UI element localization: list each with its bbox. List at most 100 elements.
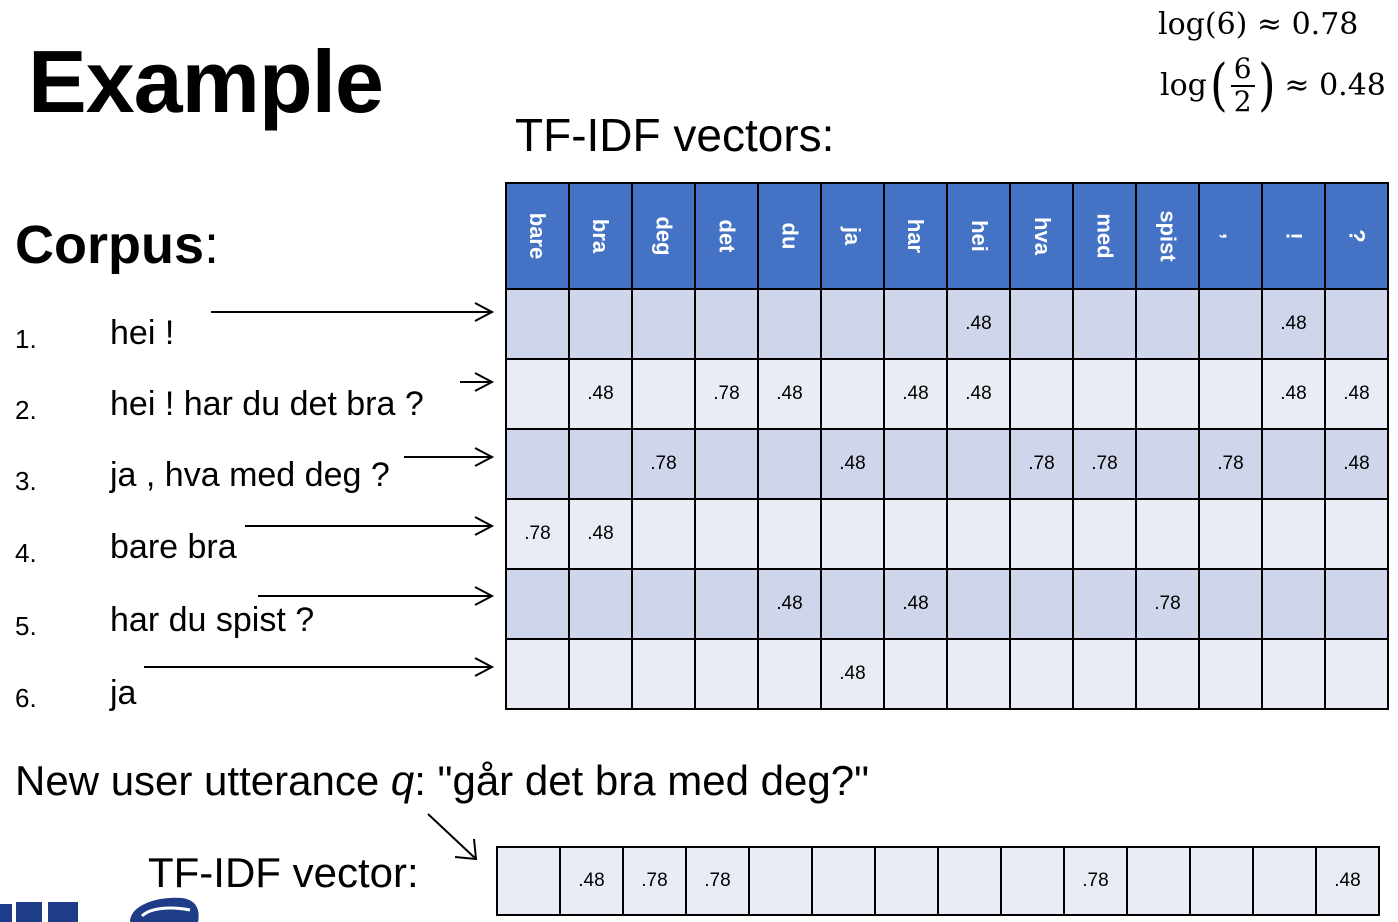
matrix-cell [946,638,1011,710]
corpus-sentence: ja , hva med deg ? [110,456,390,494]
slide-title: Example [28,32,384,131]
matrix-cell [568,288,633,360]
formula-log6: log(6) ≈ 0.78 [1158,7,1359,42]
query-vector-row: .48.78.78.78.48 [496,846,1380,916]
query-cell [1252,846,1317,916]
matrix-cell [1009,498,1074,570]
matrix-cell: .48 [883,358,948,430]
matrix-cell [1198,638,1263,710]
arrow-head [474,657,495,677]
matrix-cell [1135,358,1200,430]
term-header: hei [946,182,1011,290]
matrix-cell: .48 [568,498,633,570]
utterance-prefix: New user utterance [15,757,391,804]
matrix-cell [1135,288,1200,360]
query-cell: .78 [622,846,687,916]
matrix-cell: .48 [883,568,948,640]
matrix-cell [757,288,822,360]
matrix-cell [946,568,1011,640]
matrix-cell [631,288,696,360]
utterance-suffix: : "går det bra med deg?" [414,757,869,804]
matrix-cell [1198,358,1263,430]
matrix-cell [1072,358,1137,430]
formula-log6-over-2: log ( 6 2 ) ≈ 0.48 [1160,55,1386,116]
matrix-cell [820,288,885,360]
formula-numerator: 6 [1230,55,1255,87]
arrow-to-query-vector [427,813,477,860]
corpus-sentence: har du spist ? [110,601,315,639]
corpus-sentence: hei ! [110,314,175,352]
query-cell [811,846,876,916]
corpus-heading-colon: : [204,215,220,275]
term-header-row: bare bra deg det du ja har hei hva med s… [505,182,1389,290]
matrix-cell [1009,358,1074,430]
term-header: deg [631,182,696,290]
matrix-cell: .48 [568,358,633,430]
matrix-cell: .48 [946,288,1011,360]
matrix-cell [1072,288,1137,360]
query-cell [748,846,813,916]
formula-open-paren: ( [1210,52,1228,118]
term-header: du [757,182,822,290]
matrix-cell [883,638,948,710]
query-cell [937,846,1002,916]
query-cell [496,846,561,916]
query-cell [874,846,939,916]
query-vector: .48.78.78.78.48 [496,846,1380,916]
corpus-number: 3. [15,466,37,496]
corpus-number: 4. [15,538,37,568]
vector-row-4: .78.48 [505,498,1389,570]
corpus-number: 2. [15,395,37,425]
matrix-cell [820,358,885,430]
term-header: , [1198,182,1263,290]
matrix-cell [1135,498,1200,570]
matrix-cell [505,638,570,710]
query-vector-label: TF-IDF vector: [148,849,419,896]
query-cell: .78 [685,846,750,916]
matrix-cell [946,498,1011,570]
arrow-head [474,302,495,322]
corpus-sentence: ja [110,674,137,712]
vector-row-1: .48 .48 [505,288,1389,360]
formula-result: ≈ 0.48 [1284,67,1386,103]
tfidf-matrix: bare bra deg det du ja har hei hva med s… [505,182,1389,710]
term-header: med [1072,182,1137,290]
matrix-cell: .78 [631,428,696,500]
vector-row-2: .48.78.48.48.48.48.48 [505,358,1389,430]
matrix-cell: .48 [1261,288,1326,360]
matrix-cell [820,568,885,640]
utterance-variable: q [390,757,415,804]
term-header: det [694,182,759,290]
formula-close-paren: ) [1257,52,1276,118]
matrix-cell: .78 [694,358,759,430]
term-header: ! [1261,182,1326,290]
matrix-cell [505,288,570,360]
matrix-cell [568,428,633,500]
matrix-cell [1135,428,1200,500]
matrix-cell [820,498,885,570]
arrow-head [474,447,495,467]
term-header: bra [568,182,633,290]
matrix-cell: .78 [505,498,570,570]
arrow-head [454,838,478,861]
matrix-cell [1261,428,1326,500]
corpus-number: 1. [15,324,37,354]
matrix-cell [883,428,948,500]
query-cell: .48 [559,846,624,916]
matrix-cell [568,568,633,640]
term-header: bare [505,182,570,290]
matrix-cell: .78 [1135,568,1200,640]
term-header: har [883,182,948,290]
corpus-heading-text: Corpus [15,215,204,275]
arrow-head [474,586,495,606]
matrix-cell [1072,498,1137,570]
query-cell [1189,846,1254,916]
query-cell [1126,846,1191,916]
formula-log-label: log [1160,67,1207,103]
matrix-cell: .48 [820,638,885,710]
matrix-cell: .78 [1198,428,1263,500]
matrix-cell [1009,288,1074,360]
term-header: spist [1135,182,1200,290]
matrix-cell: .48 [1324,358,1389,430]
